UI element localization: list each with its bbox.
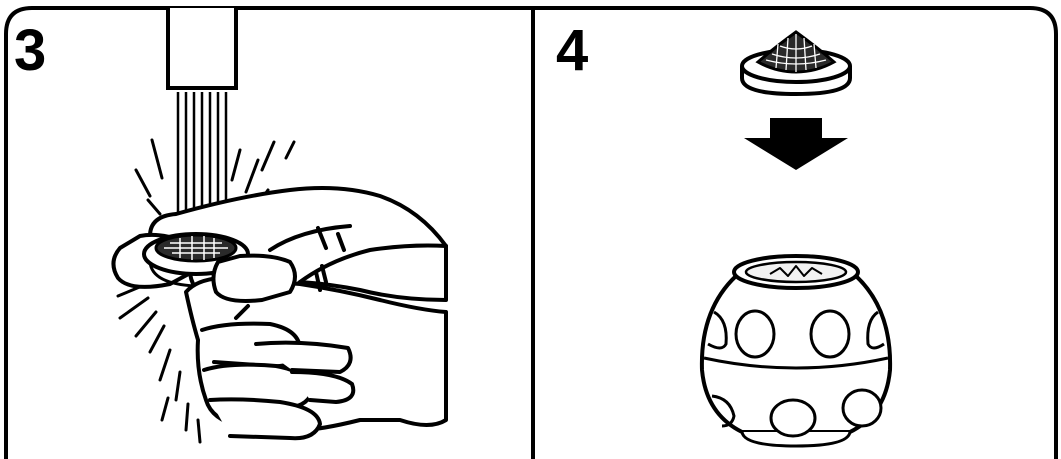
panel-4 (702, 32, 890, 446)
step-number-3: 3 (14, 22, 46, 80)
faucet-spout (168, 8, 236, 88)
panel-3 (113, 8, 446, 442)
aerator-housing (702, 256, 890, 446)
aerator-insert (742, 32, 850, 94)
step-number-4: 4 (556, 22, 588, 80)
down-arrow-icon (744, 118, 848, 170)
